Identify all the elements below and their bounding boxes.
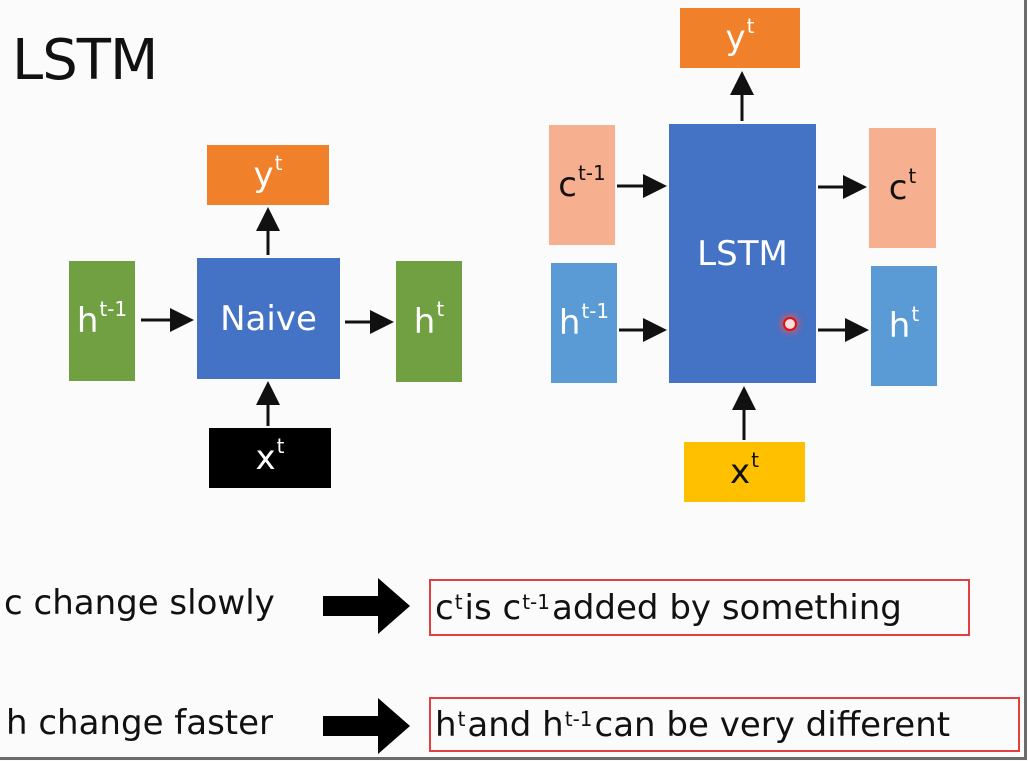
lstm-hidden-next-box: ht [871, 266, 937, 386]
naive-hidden-prev-box: ht-1 [69, 261, 135, 381]
lstm-cell-next-box: ct [869, 128, 936, 248]
lstm-input-x-label: xt [730, 447, 759, 492]
block-arrow-1 [323, 578, 410, 634]
naive-cell-label: Naive [220, 298, 317, 339]
block-arrow-2 [323, 698, 410, 754]
note-c-left: c change slowly [4, 583, 275, 623]
naive-input-x-label: xt [255, 433, 285, 478]
lstm-hidden-prev-label: ht-1 [558, 298, 610, 343]
slide-title: LSTM [12, 28, 158, 93]
lstm-input-x-box: xt [684, 442, 805, 502]
lstm-output-y-box: yt [680, 8, 800, 68]
naive-input-x-box: xt [209, 428, 331, 488]
lstm-cell-next-label: ct [888, 163, 917, 208]
lstm-hidden-next-label: ht [888, 301, 920, 346]
lstm-cell-label: LSTM [697, 234, 788, 274]
note-h-left: h change faster [6, 703, 274, 743]
lstm-cell-box: LSTM [669, 124, 816, 383]
naive-hidden-next-label: ht [413, 297, 445, 342]
pointer-dot [783, 317, 797, 331]
naive-output-y-box: yt [207, 145, 329, 205]
lstm-cell-prev-label: ct-1 [558, 160, 606, 205]
lstm-cell-prev-box: ct-1 [549, 125, 615, 245]
naive-cell-box: Naive [197, 258, 340, 379]
naive-hidden-next-box: ht [396, 261, 462, 382]
naive-hidden-prev-label: ht-1 [76, 296, 128, 341]
naive-output-y-label: yt [253, 150, 283, 195]
lstm-hidden-prev-box: ht-1 [551, 263, 617, 383]
lstm-output-y-label: yt [725, 13, 755, 58]
